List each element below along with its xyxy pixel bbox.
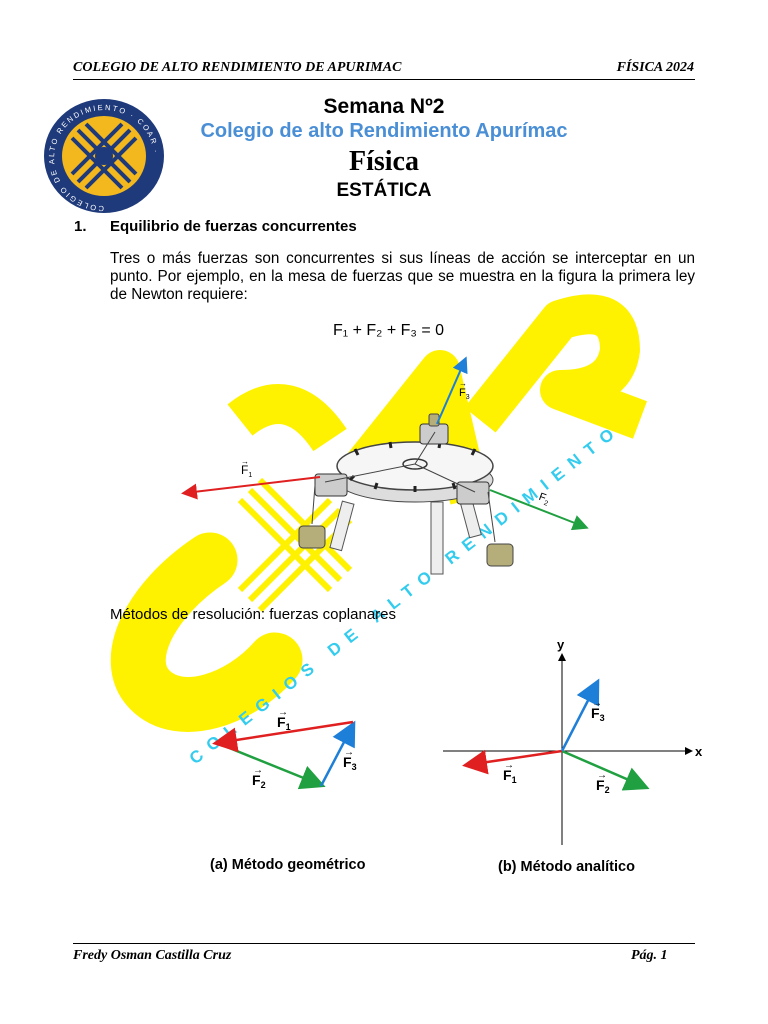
label-f1: F1 (241, 463, 252, 479)
methods-label: Métodos de resolución: fuerzas coplanare… (110, 606, 396, 623)
force-arrow-f2 (489, 489, 589, 531)
section-paragraph: Tres o más fuerzas son concurrentes si s… (110, 250, 695, 303)
ana-f3-arrow (560, 678, 600, 752)
footer-page: Pág. 1 (631, 948, 668, 963)
watermark-letter-r (464, 294, 648, 439)
svg-text:→: → (592, 698, 602, 709)
caption-analytic: (b) Método analítico (498, 859, 635, 875)
topic-title: ESTÁTICA (336, 180, 432, 201)
label-f2: F2 (536, 491, 551, 508)
ana-f2-arrow (561, 749, 650, 791)
caption-geometric: (a) Método geométrico (210, 857, 366, 873)
mass-left (298, 525, 326, 549)
header-school: COLEGIO DE ALTO RENDIMIENTO DE APURIMAC (73, 60, 402, 75)
geo-f1-arrow (212, 720, 354, 753)
methods-figure: F1 → F2 → F3 → x y F1 → F2 → F3 → (a) Mé… (210, 637, 703, 875)
svg-text:→: → (504, 760, 514, 771)
svg-text:→: → (278, 707, 288, 718)
subject-title: Física (349, 146, 419, 177)
geo-f3-arrow (319, 720, 356, 787)
force-arrow-f3 (436, 356, 468, 425)
section-number: 1. (74, 218, 87, 235)
table-leg (329, 500, 355, 552)
mass-right (486, 543, 514, 567)
svg-text:→: → (241, 457, 249, 466)
footer-author: Fredy Osman Castilla Cruz (73, 948, 232, 963)
svg-text:→: → (459, 379, 467, 388)
ana-f1-arrow (462, 749, 563, 775)
svg-text:→: → (597, 770, 607, 781)
section-heading: Equilibrio de fuerzas concurrentes (110, 218, 357, 235)
header-subject: FÍSICA 2024 (616, 60, 694, 75)
week-title: Semana Nº2 (323, 95, 445, 118)
header-rule (73, 79, 695, 80)
equation: F₁ + F₂ + F₃ = 0 (333, 322, 445, 339)
axis-y-label: y (557, 637, 565, 652)
watermark-letter-c (110, 532, 303, 732)
force-table-figure: F1 → F2 F3 → (181, 356, 589, 575)
axis-x-label: x (695, 744, 703, 759)
svg-text:→: → (344, 747, 354, 758)
school-title: Colegio de alto Rendimiento Apurímac (200, 120, 568, 142)
svg-text:→: → (253, 765, 263, 776)
force-arrow-f1 (181, 476, 321, 500)
table-leg (430, 501, 444, 575)
footer-rule (73, 943, 695, 944)
label-f3: F3 (459, 387, 470, 401)
geo-f2-arrow (216, 741, 326, 790)
school-logo: COLEGIO DE ALTO RENDIMIENTO · COAR · (44, 99, 164, 213)
